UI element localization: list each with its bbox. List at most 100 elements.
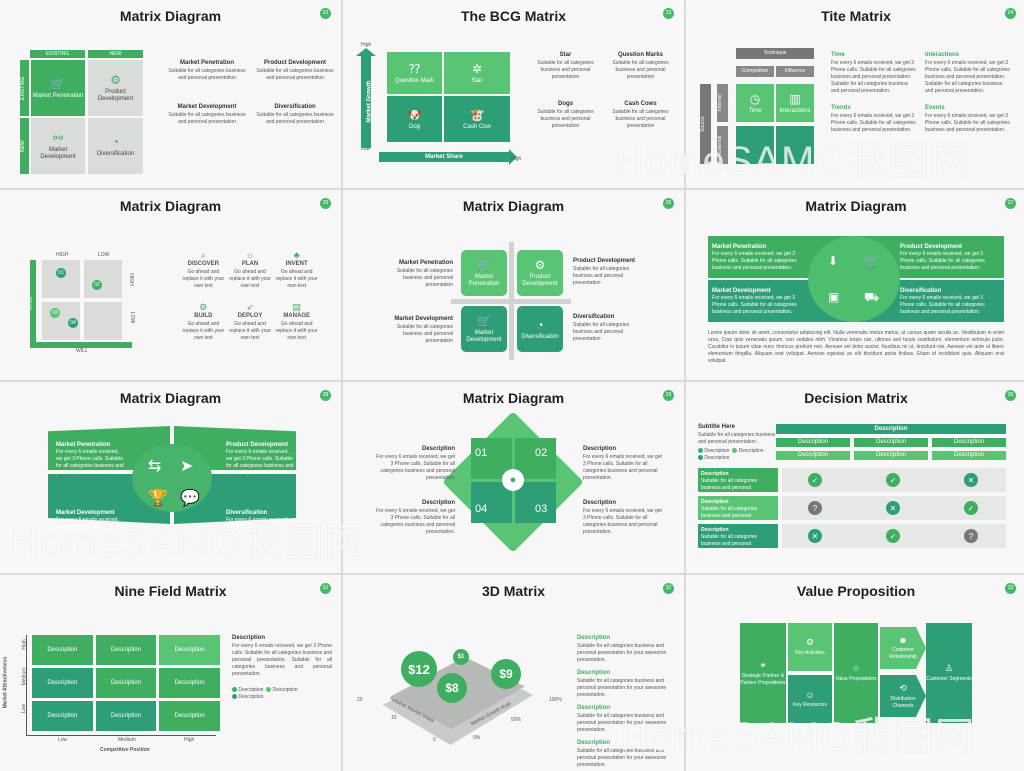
x-high-label: High	[511, 156, 522, 162]
block-key-resources[interactable]: ☺Key Resources	[788, 675, 832, 723]
bubble[interactable]: $12	[401, 651, 437, 687]
slide-title: Decision Matrix	[804, 390, 908, 406]
y-high-label: High	[361, 42, 372, 48]
market-share-arrow: Market Share	[379, 152, 509, 162]
signpost-icon: ⇆	[148, 458, 162, 475]
center-circle	[808, 236, 900, 322]
header-bar: Description	[776, 424, 1006, 434]
slide-matrix-diagram-3[interactable]: Matrix Diagram 26 🛒Market Penetration ⚙P…	[343, 190, 684, 380]
block-distribution-channels[interactable]: ⟲Distribution Channels	[880, 675, 926, 717]
quadrant-interactions[interactable]: ▥Interactions	[776, 84, 814, 122]
slide-tite-matrix[interactable]: Tite Matrix 24 Technique Competition Inf…	[686, 0, 1024, 188]
row-new-label: NEW	[20, 118, 29, 174]
quadrant-trends[interactable]	[736, 126, 774, 164]
badge: 03	[50, 308, 60, 318]
question-icon: ⁇	[408, 61, 421, 76]
cell-03[interactable]	[515, 482, 556, 523]
cell	[42, 260, 80, 298]
browser-icon: ▣	[828, 290, 840, 304]
gear-icon: ⚙	[199, 302, 208, 312]
quadrant-diversification[interactable]: ◔Diversification	[88, 118, 143, 174]
y-low-label: Low	[361, 146, 371, 152]
block-customer-relationship[interactable]: ☻Customer Relationship	[880, 627, 926, 669]
nine-field-grid: Description Description Description Desc…	[32, 635, 220, 731]
row-low-label: LOW	[129, 311, 136, 324]
slide-number: 26	[663, 198, 674, 209]
slide-bcg-matrix[interactable]: The BCG Matrix 23 High Low Market Growth…	[343, 0, 684, 188]
quadrant-time[interactable]: ◷Time	[736, 84, 774, 122]
slide-title: Matrix Diagram	[119, 390, 222, 406]
bcg-star[interactable]: ✲Star	[444, 52, 510, 94]
bubble[interactable]: $8	[437, 673, 467, 703]
compass-icon: ➤	[180, 458, 194, 475]
label-01: 01	[475, 447, 488, 459]
cross-icon: ✕	[964, 473, 978, 487]
cell	[84, 302, 122, 340]
plant-icon: ♣	[293, 250, 300, 260]
badge: 04	[68, 318, 78, 328]
quadrant-diversification[interactable]: ◔Diversification	[517, 306, 563, 352]
bulb-icon: ☼	[245, 250, 255, 260]
bubble[interactable]: $9	[491, 659, 521, 689]
gear-icon: ⚙	[805, 637, 815, 647]
slide-number: 28	[320, 390, 331, 401]
slide-nine-field-matrix[interactable]: Nine Field Matrix 31 Market Attractivene…	[0, 575, 341, 771]
slide-matrix-diagram-1[interactable]: Matrix Diagram 22 EXISTING NEW EXISTING …	[0, 0, 341, 188]
block-partners[interactable]: ⚭Strategic Partner & Partner Proposition…	[740, 623, 786, 723]
quadrant-market-development[interactable]: 🛒Market Development	[461, 306, 507, 352]
slide-value-proposition[interactable]: Value Proposition 33 ⚭Strategic Partner …	[686, 575, 1024, 771]
quadrant-market-penetration[interactable]: 🛒Market Penetration	[461, 250, 507, 296]
bcg-cash-cow[interactable]: 🐮Cash Cow	[444, 96, 510, 142]
new-label: NEW	[88, 50, 143, 58]
clipboard-icon: ▤	[292, 302, 301, 312]
quadrant-market-penetration[interactable]: 🛒Market Penetration	[31, 60, 85, 116]
bcg-question-mark[interactable]: ⁇Question Mark	[387, 52, 442, 94]
skill-axis	[30, 260, 36, 348]
block-customer-segments[interactable]: ♙Customer Segments	[926, 623, 972, 723]
label-03: 03	[535, 503, 548, 515]
slide-matrix-diagram-5[interactable]: Matrix Diagram 28 ⇆ ➤ 🏆 💬 Market Penetra…	[0, 382, 341, 573]
slide-matrix-diagram-2[interactable]: Matrix Diagram 25 HIGH LOW SKILL WILL 01…	[0, 190, 341, 380]
x-axis	[26, 735, 216, 736]
check-icon: ✓	[886, 529, 900, 543]
cell-04[interactable]	[471, 482, 512, 523]
quadrant-product-development[interactable]: ⚙Product Development	[88, 60, 143, 116]
block-value-propositions[interactable]: ☆Value Propositions	[834, 623, 878, 723]
quadrant-label: Product Development	[97, 89, 134, 102]
people-icon: ☺	[805, 689, 815, 700]
quadrant-events[interactable]	[776, 126, 814, 164]
slide-title: Tite Matrix	[821, 8, 891, 24]
slide-number: 33	[1005, 583, 1016, 594]
block-key-activities[interactable]: ⚙Key Activities	[788, 623, 832, 671]
cross-horizontal	[451, 299, 571, 304]
arrow-right-icon	[509, 149, 517, 165]
gear-icon: ⚙	[534, 258, 546, 272]
cross-icon: ✕	[808, 529, 822, 543]
slide-number: 30	[1005, 390, 1016, 401]
slide-number: 32	[663, 583, 674, 594]
body-text: Lorem ipsum dolor sit amet, consectetur …	[708, 330, 1004, 364]
slide-title: Matrix Diagram	[119, 8, 222, 24]
bcg-dog[interactable]: 🐶Dog	[387, 96, 442, 142]
bubble[interactable]: $1	[453, 649, 469, 665]
quadrant-market-development[interactable]: ⚯Market Development	[31, 118, 85, 174]
cell-02[interactable]	[515, 438, 556, 479]
slide-matrix-diagram-6[interactable]: Matrix Diagram 29 01 02 04 03 ● Descript…	[343, 382, 684, 573]
cow-icon: 🐮	[469, 107, 485, 122]
slide-title: Value Proposition	[796, 583, 916, 599]
will-label: WILL	[76, 348, 88, 354]
slide-title: Nine Field Matrix	[114, 583, 227, 599]
share-icon: ⟲	[899, 682, 907, 693]
quadrant-product-development[interactable]: ⚙Product Development	[517, 250, 563, 296]
label-02: 02	[535, 447, 548, 459]
handshake-icon: ⚭	[759, 659, 767, 670]
row-existing-label: EXISTING	[20, 60, 29, 116]
chat-icon: 💬	[180, 490, 200, 507]
slide-3d-matrix[interactable]: 3D Matrix 32 $12 $1 $9 $8 Relative Marke…	[343, 575, 684, 771]
cart-icon: 🛒	[50, 76, 66, 91]
will-axis	[36, 342, 132, 348]
existing-label: EXISTING	[30, 50, 85, 58]
